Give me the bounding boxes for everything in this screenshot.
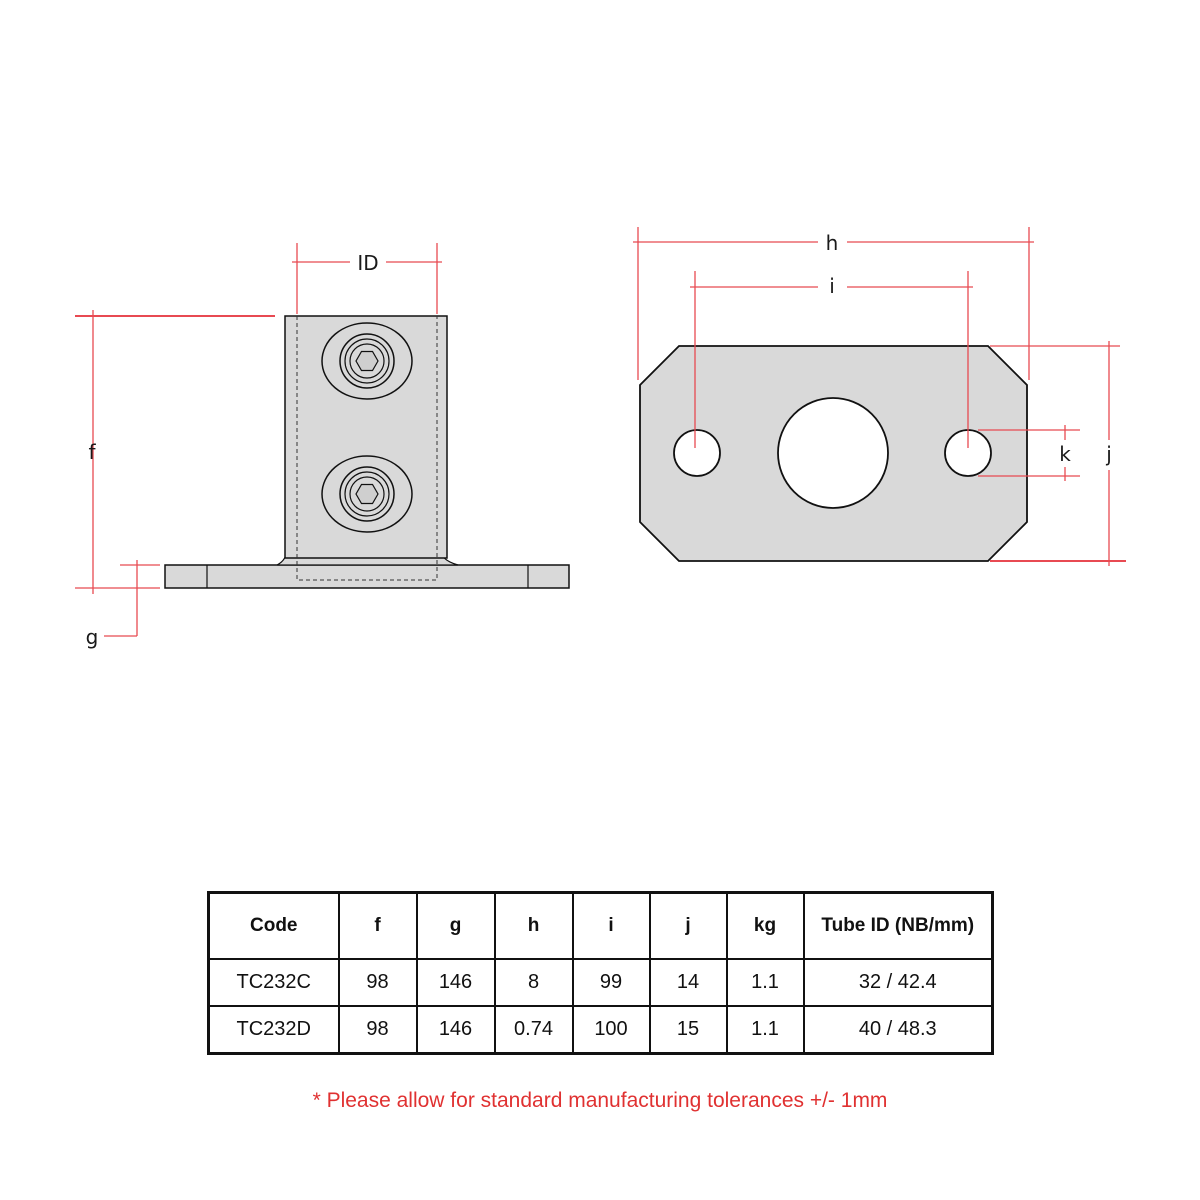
upper-bolt (321, 322, 413, 400)
cell-tube-id: 32 / 42.4 (802, 958, 994, 1007)
cell-code: TC232C (207, 958, 340, 1007)
header-j: j (648, 891, 728, 960)
tolerance-note: * Please allow for standard manufacturin… (312, 1089, 888, 1112)
cell-h: 0.74 (493, 1005, 574, 1055)
base-plate (164, 564, 570, 589)
label-f: f (88, 440, 96, 464)
label-k: k (1059, 442, 1071, 466)
header-code: Code (207, 891, 340, 960)
top-view (639, 345, 1028, 562)
dimension-k (978, 425, 1080, 481)
header-h: h (493, 891, 574, 960)
table-row: TC232C 98 146 8 99 14 1.1 32 / 42.4 (207, 958, 994, 1007)
label-h: h (826, 231, 839, 255)
side-view (164, 315, 570, 589)
label-j: j (1105, 442, 1112, 466)
table-header-row: Code f g h i j kg Tube ID (NB/mm) (207, 891, 994, 960)
spec-table: Code f g h i j kg Tube ID (NB/mm) TC232C… (207, 891, 994, 1055)
cell-j: 14 (648, 958, 728, 1007)
center-bore (777, 397, 889, 509)
header-f: f (337, 891, 418, 960)
cell-j: 15 (648, 1005, 728, 1055)
header-g: g (415, 891, 496, 960)
left-bolt-hole (673, 429, 721, 477)
label-g: g (86, 625, 99, 649)
cell-f: 98 (337, 1005, 418, 1055)
table-row: TC232D 98 146 0.74 100 15 1.1 40 / 48.3 (207, 1005, 994, 1055)
technical-drawing: ID f g h i j (75, 227, 1126, 649)
cell-kg: 1.1 (725, 1005, 805, 1055)
cell-g: 146 (415, 1005, 496, 1055)
label-i: i (829, 274, 835, 298)
lower-bolt (321, 455, 413, 533)
cell-kg: 1.1 (725, 958, 805, 1007)
cell-i: 99 (571, 958, 651, 1007)
cell-f: 98 (337, 958, 418, 1007)
header-kg: kg (725, 891, 805, 960)
dimension-i (690, 271, 973, 448)
dimension-g (104, 560, 160, 637)
dimension-h (633, 227, 1034, 380)
cell-tube-id: 40 / 48.3 (802, 1005, 994, 1055)
cell-code: TC232D (207, 1005, 340, 1055)
cell-i: 100 (571, 1005, 651, 1055)
dimension-ID (292, 243, 442, 314)
cell-h: 8 (493, 958, 574, 1007)
dimension-j (990, 341, 1126, 566)
dimension-f (75, 310, 275, 594)
label-ID: ID (357, 251, 378, 275)
header-i: i (571, 891, 651, 960)
cell-g: 146 (415, 958, 496, 1007)
header-tube-id: Tube ID (NB/mm) (802, 891, 994, 960)
